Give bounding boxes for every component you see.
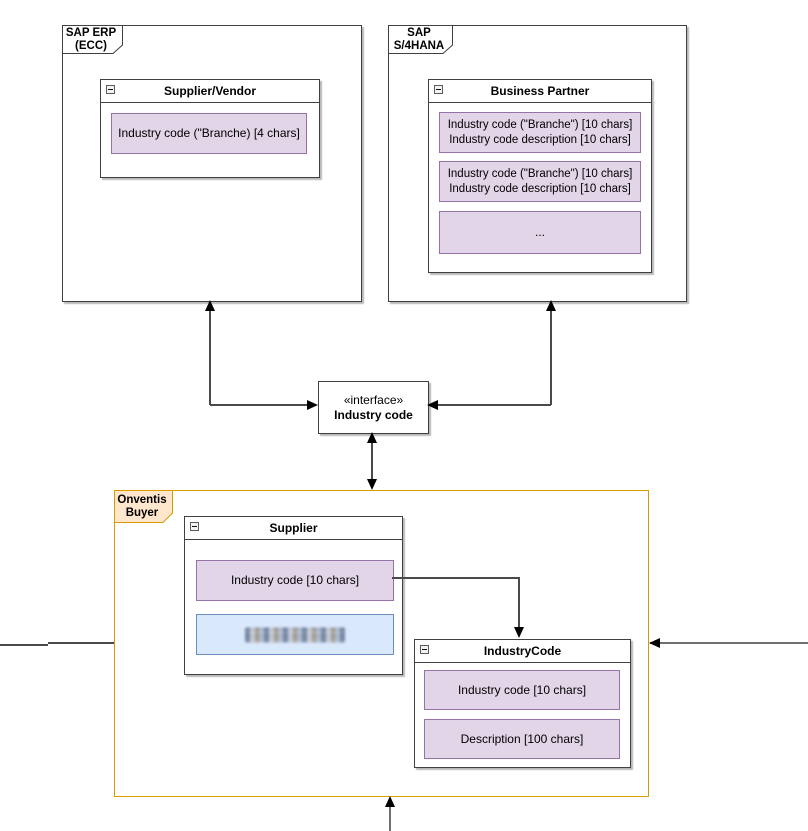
field-industry-code-2[interactable]: Industry code ("Branche") [10 chars] Ind… [439,161,641,202]
class-supplier[interactable]: Supplier Industry code [10 chars] [184,516,403,675]
field-label: Industry code ("Branche") [10 chars] [447,167,633,180]
connector-erp-interface-h [210,404,310,406]
connector-left-offcanvas-a [0,644,48,646]
field-description[interactable]: Description [100 chars] [424,719,620,759]
package-sap-erp[interactable]: SAP ERP(ECC) Supplier/Vendor Industry co… [62,25,362,302]
class-supplier-vendor[interactable]: Supplier/Vendor Industry code ("Branche)… [100,79,320,178]
collapse-icon[interactable] [190,522,199,531]
class-header-industrycode: IndustryCode [415,640,630,663]
redacted-text-blur [245,627,345,642]
connector-s4-interface-h [437,404,551,406]
field-redacted[interactable] [196,614,394,655]
interface-name: Industry code [334,407,413,422]
arrowhead-up-interface [367,432,377,443]
field-industry-code-ic[interactable]: Industry code [10 chars] [424,670,620,710]
class-title: Supplier/Vendor [163,84,256,98]
class-title: Supplier [269,521,318,535]
package-tab-shape [114,490,173,523]
interface-industry-code[interactable]: «interface» Industry code [318,381,429,434]
field-label: ... [534,225,545,239]
connector-supplier-industrycode-h [392,577,519,579]
field-label: Industry code [10 chars] [457,682,587,697]
class-industrycode[interactable]: IndustryCode Industry code [10 chars] De… [414,639,631,768]
package-tab-shape [388,25,453,54]
field-label: Industry code ("Branche") [10 chars] [447,118,633,131]
field-label: Industry code description [10 chars] [449,182,631,195]
arrowhead-left-interface [427,400,438,410]
package-label-sap-erp: SAP ERP(ECC) [65,27,117,52]
arrowhead-right-interface [307,400,318,410]
field-industry-code-ecc[interactable]: Industry code ("Branche) [4 chars] [111,113,307,154]
field-label: Industry code description [10 chars] [449,133,631,146]
connector-bottom-offcanvas [389,800,391,831]
field-industry-code-supplier[interactable]: Industry code [10 chars] [196,560,394,601]
connector-s4-interface-v [550,302,552,405]
interface-stereotype: «interface» [343,392,404,407]
field-label: Description [100 chars] [460,731,584,746]
class-header-business-partner: Business Partner [429,80,651,103]
connector-supplier-industrycode-v [518,577,520,627]
arrowhead-up-erp [205,300,215,311]
field-label: Industry code ("Branche) [4 chars] [118,126,300,140]
field-industry-code-1[interactable]: Industry code ("Branche") [10 chars] Ind… [439,112,641,153]
collapse-icon[interactable] [420,645,429,654]
collapse-icon[interactable] [106,85,115,94]
class-header-supplier-vendor: Supplier/Vendor [101,80,319,103]
class-header-supplier: Supplier [185,517,402,540]
arrowhead-left-onventis [649,638,660,648]
arrowhead-down-industrycode [514,627,524,638]
field-label: Industry code [10 chars] [230,573,360,587]
class-title: IndustryCode [483,644,562,658]
connector-interface-onventis [371,434,373,488]
connector-erp-interface-v [209,302,211,405]
arrowhead-up-s4 [546,300,556,311]
class-title: Business Partner [490,84,590,98]
connector-left-offcanvas-b [48,642,114,644]
collapse-icon[interactable] [434,85,443,94]
arrowhead-down-onventis [367,479,377,490]
package-tab-shape [62,25,123,54]
class-business-partner[interactable]: Business Partner Industry code ("Branche… [428,79,652,273]
connector-right-offcanvas [650,642,808,644]
field-ellipsis[interactable]: ... [439,211,641,254]
arrowhead-up-onventis-bottom [385,796,395,807]
